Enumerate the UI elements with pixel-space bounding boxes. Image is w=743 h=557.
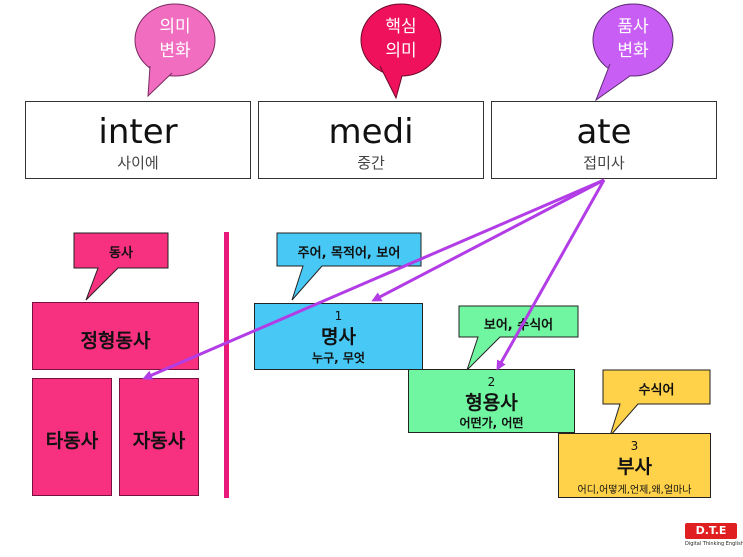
noun-callout-label: 주어, 목적어, 보어 xyxy=(297,246,401,261)
noun-callout-shape xyxy=(276,232,422,301)
word-inter-meaning: 사이에 xyxy=(117,154,159,172)
bubble-3 xyxy=(592,3,674,102)
word-box-ate: ate 접미사 xyxy=(491,101,717,179)
word-medi: medi xyxy=(328,112,414,152)
adjective-label: 형용사 xyxy=(465,392,518,414)
bubble-1-line2: 변화 xyxy=(159,41,191,61)
intransitive-box: 자동사 xyxy=(119,378,199,496)
word-box-medi: medi 중간 xyxy=(258,101,484,179)
adj-callout-label: 보어, 수식어 xyxy=(483,318,554,333)
word-box-inter: inter 사이에 xyxy=(25,101,251,179)
bubble-3-text: 품사 변화 xyxy=(593,15,673,63)
divider xyxy=(224,232,229,498)
adverb-examples: 어디,어떻게,언제,왜,얼마나 xyxy=(577,485,692,496)
dte-logo-mark: D.T.E xyxy=(685,523,737,539)
transitive-label: 타동사 xyxy=(45,430,99,452)
adj-callout-shape xyxy=(458,305,579,371)
bubble-3-line1: 품사 xyxy=(617,17,649,37)
bubble-1-line1: 의미 xyxy=(159,17,191,37)
verb-callout-shape xyxy=(73,232,169,301)
verb-box: 정형동사 xyxy=(32,302,199,370)
word-medi-meaning: 중간 xyxy=(357,154,385,172)
word-ate-meaning: 접미사 xyxy=(583,154,625,172)
noun-box: 1 명사 누구, 무엇 xyxy=(254,303,423,370)
noun-examples: 누구, 무엇 xyxy=(312,351,365,365)
word-inter: inter xyxy=(98,112,178,152)
bubble-2-text: 핵심 의미 xyxy=(361,15,441,63)
adjective-box: 2 형용사 어떤가, 어떤 xyxy=(408,369,575,433)
verb-box-label: 정형동사 xyxy=(80,330,151,352)
arrow-to-noun xyxy=(371,178,605,302)
verb-callout-label: 동사 xyxy=(109,246,133,261)
adv-callout-shape xyxy=(602,369,711,437)
word-ate: ate xyxy=(576,112,632,152)
dte-logo: D.T.E Digital Thinking English xyxy=(685,523,743,550)
noun-label: 명사 xyxy=(321,326,356,348)
adv-callout-label: 수식어 xyxy=(638,383,675,398)
arrow-to-adjective xyxy=(496,179,606,371)
adverb-number: 3 xyxy=(630,439,639,453)
adverb-box: 3 부사 어디,어떻게,언제,왜,얼마나 xyxy=(558,433,711,498)
adverb-label: 부사 xyxy=(617,456,652,478)
arrow-to-verb xyxy=(142,178,605,380)
bubble-3-line2: 변화 xyxy=(617,41,649,61)
bubble-2-line2: 의미 xyxy=(385,41,417,61)
bubble-1-text: 의미 변화 xyxy=(135,15,215,63)
adjective-examples: 어떤가, 어떤 xyxy=(459,416,524,430)
dte-logo-caption: Digital Thinking English xyxy=(685,541,743,547)
bubble-2 xyxy=(360,3,442,100)
noun-number: 1 xyxy=(334,309,343,323)
bubble-1 xyxy=(134,3,216,98)
bubble-2-line1: 핵심 xyxy=(385,17,417,37)
transitive-box: 타동사 xyxy=(32,378,112,496)
intransitive-label: 자동사 xyxy=(132,430,186,452)
adjective-number: 2 xyxy=(487,375,496,389)
